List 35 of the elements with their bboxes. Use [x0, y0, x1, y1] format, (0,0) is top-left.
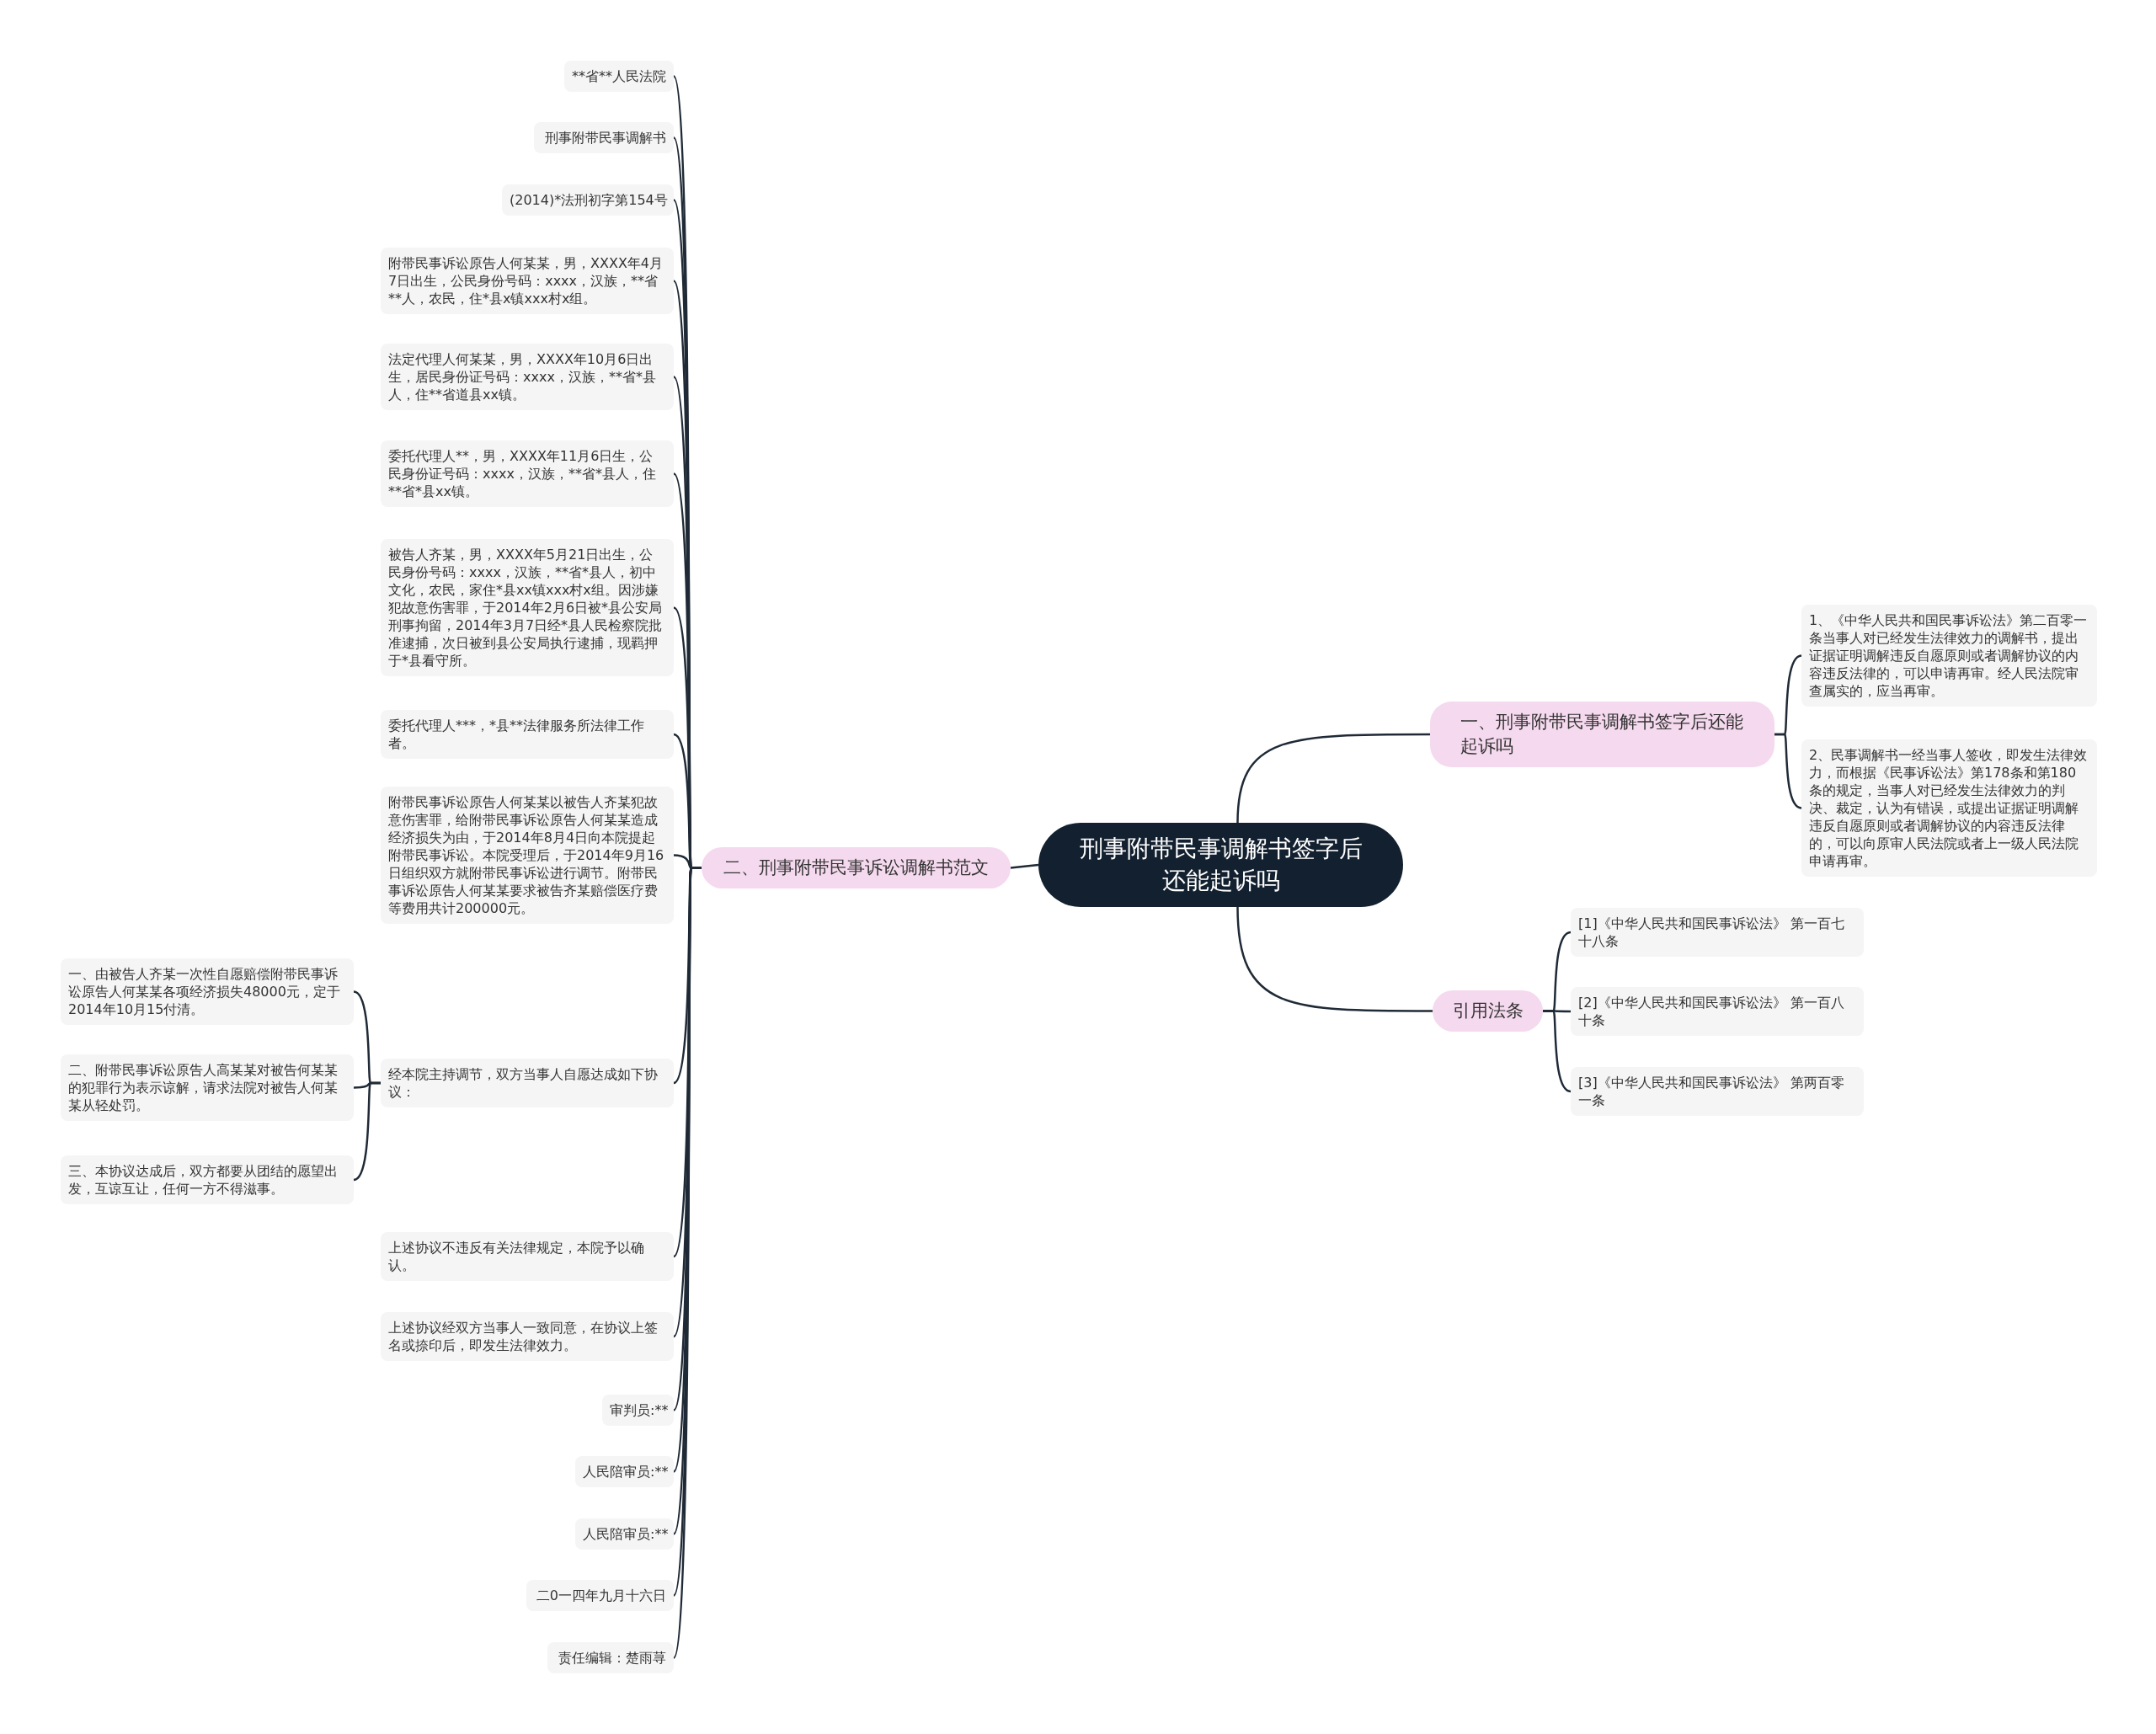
- text-card: 上述协议不违反有关法律规定，本院予以确认。: [381, 1232, 674, 1281]
- connector-line: [1236, 906, 1433, 1012]
- text-card: 一、由被告人齐某一次性自愿赔偿附带民事诉讼原告人何某某各项经济损失48000元，定于2014年10月15付清。: [61, 958, 354, 1025]
- text-card: 上述协议经双方当事人一致同意，在协议上签名或捺印后，即发生法律效力。: [381, 1312, 674, 1361]
- connector-line: [353, 1081, 381, 1182]
- connector-line: [1236, 733, 1430, 824]
- text-card: 责任编辑：楚雨荨: [547, 1642, 674, 1673]
- text-card: 二、附带民事诉讼原告人高某某对被告何某某的犯罪行为表示谅解，请求法院对被告人何某某从轻处罚。: [61, 1054, 354, 1121]
- topic-bubble: 引用法条: [1433, 990, 1543, 1032]
- text-card: 委托代理人***，*县**法律服务所法律工作者。: [381, 710, 674, 759]
- text-card: [1]《中华人民共和国民事诉讼法》 第一百七十八条: [1571, 908, 1864, 957]
- text-card: 委托代理人**，男，XXXX年11月6日生，公民身份证号码：xxxx，汉族，**省*县人，住**省*县xx镇。: [381, 440, 674, 507]
- text-card: **省**人民法院: [564, 61, 674, 92]
- connector-line: [1543, 1010, 1572, 1093]
- text-card: 1、《中华人民共和国民事诉讼法》第二百零一条当事人对已经发生法律效力的调解书，提出证据证明调解违反自愿原则或者调解协议的内容违反法律的，可以申请再审。经人民法院审查属实的，应当再审。: [1801, 605, 2097, 707]
- connector-line: [1010, 863, 1039, 869]
- text-card: 法定代理人何某某，男，XXXX年10月6日出生，居民身份证号码：xxxx，汉族，**省*县人，住**省道县xx镇。: [381, 344, 674, 410]
- text-card: 2、民事调解书一经当事人签收，即发生法律效力，而根据《民事诉讼法》第178条和第180条的规定，当事人对已经发生法律效力的判决、裁定，认为有错误，或提出证据证明调解违反自愿原则或者调解协议的内容违反法律的，可以向原审人民法院或者上一级人民法院申请再审。: [1801, 739, 2097, 877]
- text-card: 经本院主持调节，双方当事人自愿达成如下协议：: [381, 1059, 674, 1107]
- text-card: [2]《中华人民共和国民事诉讼法》 第一百八十条: [1571, 987, 1864, 1036]
- topic-bubble: 一、刑事附带民事调解书签字后还能起诉吗: [1430, 702, 1774, 767]
- topic-bubble: 二、刑事附带民事诉讼调解书范文: [702, 847, 1011, 888]
- text-card: 人民陪审员:**: [575, 1518, 674, 1550]
- text-card: 附带民事诉讼原告人何某某，男，XXXX年4月7日出生，公民身份号码：xxxx，汉族，**省**人，农民，住*县x镇xxx村x组。: [381, 248, 674, 314]
- text-card: 三、本协议达成后，双方都要从团结的愿望出发，互谅互让，任何一方不得滋事。: [61, 1155, 354, 1204]
- text-card: 二0一四年九月十六日: [526, 1580, 674, 1611]
- text-card: 被告人齐某，男，XXXX年5月21日出生，公民身份号码：xxxx，汉族，**省*县人，初中文化，农民，家住*县xx镇xxx村x组。因涉嫌犯故意伤害罪，于2014年2月6日被*县公安局刑事拘留，2014年3月7日经*县人民检察院批准逮捕，次日被到县公安局执行逮捕，现羁押于*县看守所。: [381, 539, 674, 676]
- text-card: 刑事附带民事调解书: [534, 122, 674, 153]
- text-card: 审判员:**: [602, 1395, 674, 1426]
- text-card: 附带民事诉讼原告人何某某以被告人齐某犯故意伤害罪，给附带民事诉讼原告人何某某造成经济损失为由，于2014年8月4日向本院提起附带民事诉讼。本院受理后，于2014年9月16日组织双方就附带民事诉讼进行调节。附带民事诉讼原告人何某某要求被告齐某赔偿医疗费等费用共计200000元。: [381, 787, 674, 924]
- central-topic: 刑事附带民事调解书签字后还能起诉吗: [1038, 823, 1403, 907]
- text-card: [3]《中华人民共和国民事诉讼法》 第两百零一条: [1571, 1067, 1864, 1116]
- text-card: (2014)*法刑初字第154号: [502, 184, 674, 216]
- text-card: 人民陪审员:**: [575, 1456, 674, 1487]
- connector-line: [1774, 733, 1802, 809]
